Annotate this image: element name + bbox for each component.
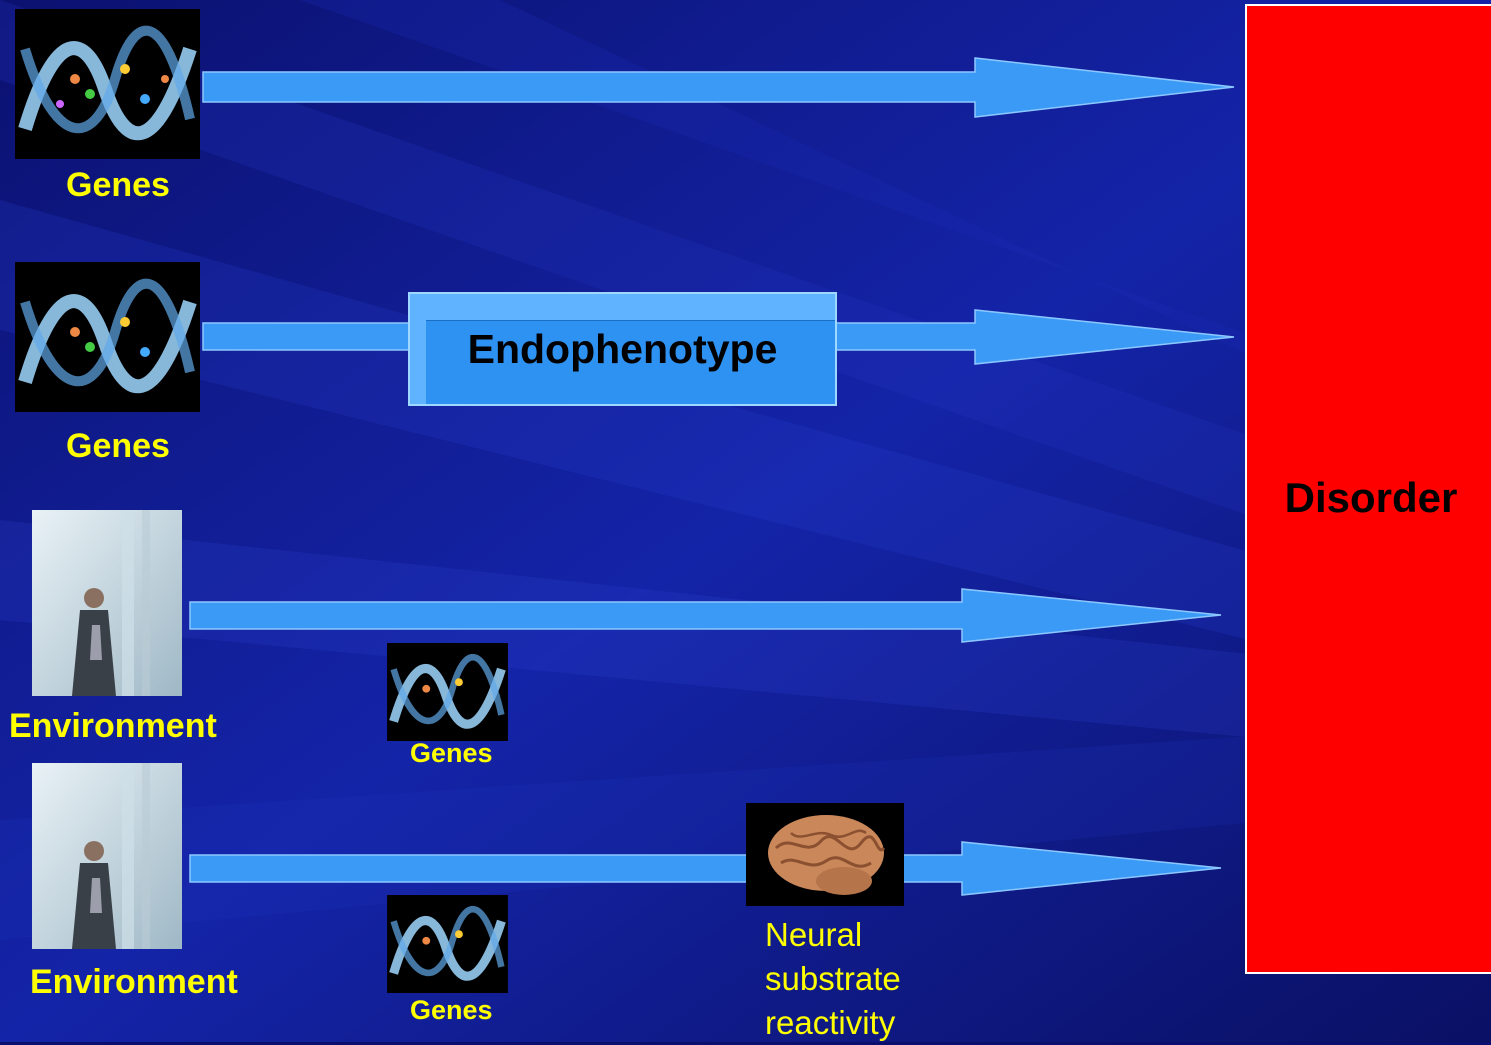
endophenotype-box: Endophenotype [408,292,837,406]
neural-line-3: reactivity [765,1001,901,1045]
environment-image [32,510,182,696]
brain-image [746,803,904,906]
disorder-label: Disorder [1247,474,1491,522]
neural-line-1: Neural [765,913,901,957]
brain-icon [746,803,904,906]
dna-helix-icon [15,9,200,159]
genes-label: Genes [66,429,170,463]
dna-image [387,643,508,741]
environment-label: Environment [30,965,238,999]
endophenotype-label: Endophenotype [410,294,835,404]
dna-helix-icon [387,895,508,993]
dna-image [15,262,200,412]
person-walking-icon [32,763,182,949]
dna-image [15,9,200,159]
genes-label: Genes [410,997,493,1024]
neural-substrate-label: Neural substrate reactivity [765,913,901,1045]
neural-line-2: substrate [765,957,901,1001]
person-walking-icon [32,510,182,696]
genes-label: Genes [66,168,170,202]
environment-label: Environment [9,709,217,743]
dna-helix-icon [15,262,200,412]
disorder-box: Disorder [1245,4,1491,974]
dna-image [387,895,508,993]
environment-image [32,763,182,949]
genes-label: Genes [410,740,493,767]
dna-helix-icon [387,643,508,741]
